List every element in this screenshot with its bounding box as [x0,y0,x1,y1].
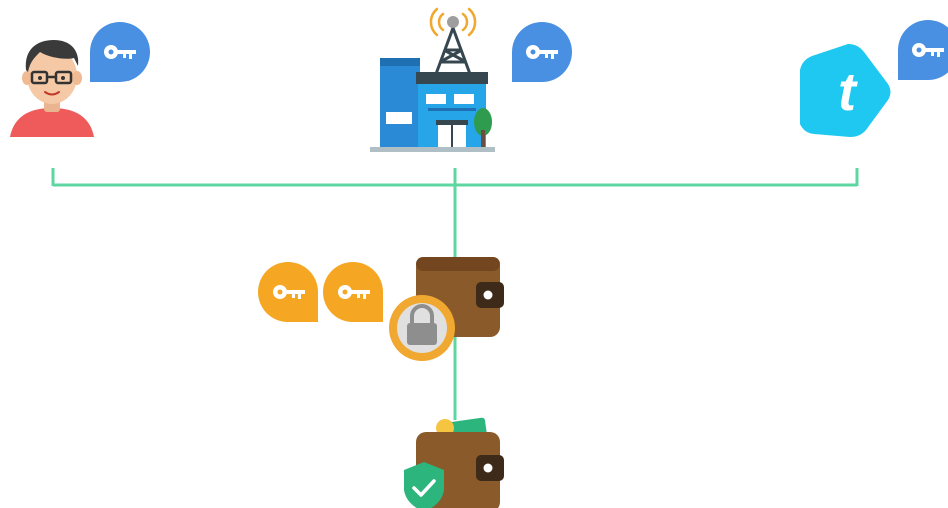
checkmark [412,479,436,497]
key-icon [104,45,136,59]
antenna-tower [434,27,472,75]
padlock-icon [389,295,455,361]
telecom-building-icon [370,7,495,152]
shield-check-icon [404,462,444,508]
lock-body [407,323,437,345]
orange-key-bubble-1 [258,262,318,322]
key-icon [912,43,944,57]
glasses-icon [30,70,73,85]
key-icon [338,285,370,299]
person-key-bubble [90,22,150,82]
person-avatar-icon [10,40,94,137]
building-ground [370,147,495,152]
brand-key-bubble [898,20,948,80]
person-hair [25,40,79,72]
antenna-tip [447,16,459,28]
lock-shackle [410,304,434,325]
building-tree [474,108,492,136]
signal-waves [429,7,477,37]
person-ear-right [72,71,82,85]
brand-logo-letter: t [838,62,858,122]
brand-t-logo-icon: t [800,44,891,137]
person-mouth [44,91,60,96]
key-icon [526,45,558,59]
building-tall-block [380,58,420,148]
person-ear-left [22,71,32,85]
provider-key-bubble [512,22,572,82]
person-shirt [10,108,94,137]
orange-key-bubble-2 [323,262,383,322]
building-roof [416,72,488,84]
key-icon [273,285,305,299]
